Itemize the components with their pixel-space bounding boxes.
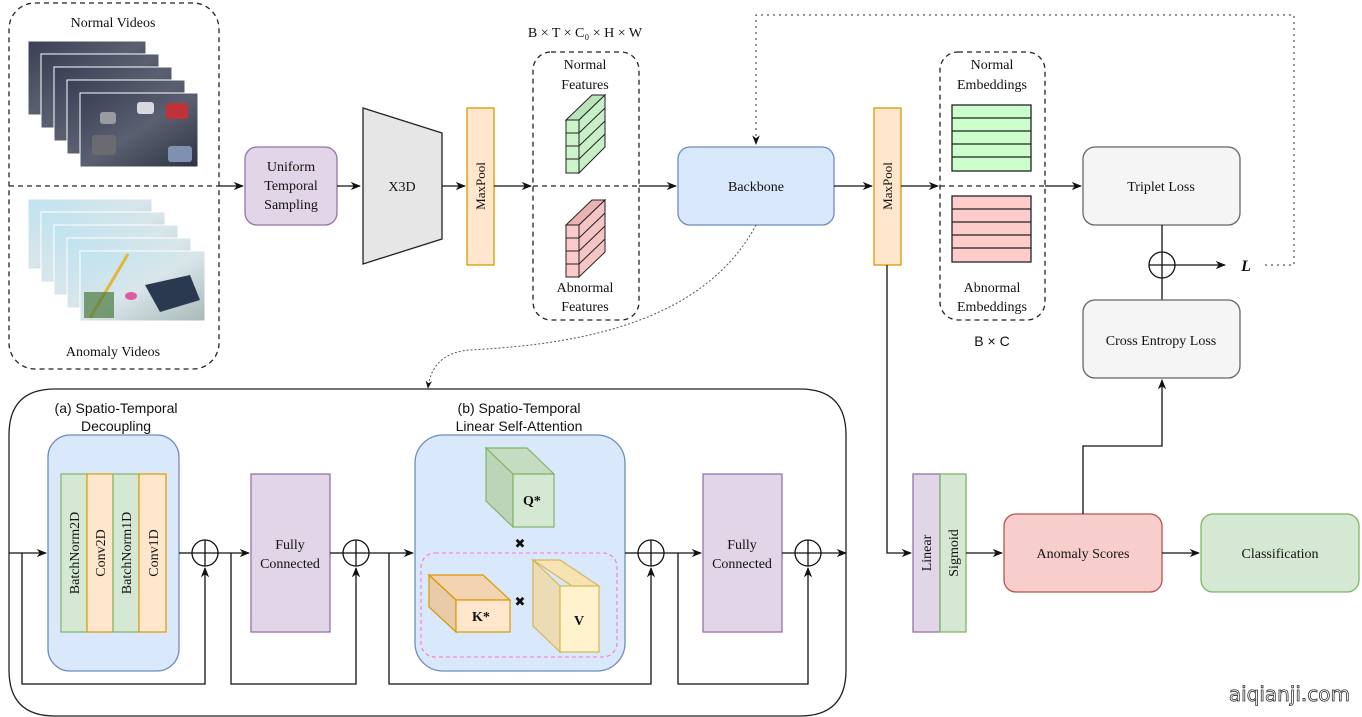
svg-text:Features: Features	[561, 78, 608, 93]
svg-text:Abnormal: Abnormal	[964, 281, 1021, 296]
anomaly-video-frames	[27, 198, 206, 322]
svg-text:Sampling: Sampling	[264, 198, 318, 213]
normal-embedding-matrix	[951, 104, 1032, 172]
svg-text:Classification: Classification	[1242, 547, 1319, 562]
svg-text:Uniform: Uniform	[267, 160, 315, 175]
x3d-block: X3D	[362, 107, 443, 265]
svg-text:Embeddings: Embeddings	[957, 300, 1027, 315]
conv1d-label: Conv1D	[147, 529, 162, 576]
input-videos-group: Normal Videos Anomaly Videos	[8, 2, 220, 370]
multiply-icon: ✖	[515, 594, 526, 609]
triplet-loss-block: Triplet Loss	[1082, 146, 1241, 226]
query-cube: Q*	[484, 446, 556, 529]
backbone-detail-panel: (a) Spatio-Temporal Decoupling BatchNorm…	[8, 388, 848, 717]
svg-text:Linear Self-Attention: Linear Self-Attention	[456, 418, 583, 434]
classification-block: Classification	[1200, 513, 1360, 593]
svg-text:Cross Entropy Loss: Cross Entropy Loss	[1106, 334, 1216, 349]
svg-text:Features: Features	[561, 300, 608, 315]
linear-label: Linear	[920, 534, 935, 571]
section-a-title: (a) Spatio-Temporal	[55, 400, 178, 416]
fully-connected-block-2	[702, 473, 783, 633]
anomaly-scores-block: Anomaly Scores	[1003, 513, 1163, 593]
cross-entropy-loss-block: Cross Entropy Loss	[1082, 299, 1241, 379]
svg-text:Backbone: Backbone	[728, 180, 784, 195]
svg-text:Fully: Fully	[727, 538, 757, 553]
decoupling-layers: BatchNorm2D Conv2D BatchNorm1D Conv1D	[60, 473, 167, 633]
residual-sum-node-4	[794, 539, 822, 567]
key-cube: K*	[427, 573, 512, 634]
normal-videos-label: Normal Videos	[71, 16, 156, 31]
maxpool-block-1: MaxPool	[466, 107, 495, 266]
feedback-loop-arrow	[752, 14, 1295, 266]
anomaly-videos-label: Anomaly Videos	[66, 345, 160, 360]
svg-text:Triplet Loss: Triplet Loss	[1127, 180, 1195, 195]
linear-sigmoid-block: Linear Sigmoid	[912, 473, 967, 633]
svg-text:Decoupling: Decoupling	[81, 418, 151, 434]
svg-text:Fully: Fully	[275, 538, 305, 553]
loss-sum-node	[1148, 251, 1176, 279]
normal-video-frames	[27, 40, 199, 168]
batchnorm2d-label: BatchNorm2D	[68, 512, 83, 594]
abnormal-embedding-matrix	[951, 195, 1032, 263]
residual-sum-node-3	[637, 539, 665, 567]
multiply-icon: ✖	[515, 536, 526, 551]
svg-text:Q*: Q*	[523, 494, 541, 509]
features-group: Normal Features Abnormal Features	[532, 51, 640, 321]
normal-feature-tensor	[564, 93, 607, 175]
maxpool-block-2: MaxPool	[873, 107, 902, 266]
abnormal-feature-tensor	[564, 198, 607, 279]
section-b-title: (b) Spatio-Temporal	[458, 400, 581, 416]
svg-text:Temporal: Temporal	[264, 179, 318, 194]
watermark: aiqianji.com	[1229, 682, 1350, 706]
svg-text:MaxPool: MaxPool	[473, 162, 488, 210]
total-loss-symbol: L	[1240, 258, 1251, 275]
features-shape-label: B × T × C₀ × H × W	[528, 26, 643, 41]
conv2d-label: Conv2D	[94, 529, 109, 576]
svg-text:Connected: Connected	[712, 557, 772, 572]
svg-text:K*: K*	[472, 610, 490, 625]
svg-text:V: V	[574, 614, 584, 629]
backbone-detail-connector	[425, 224, 757, 389]
uniform-temporal-sampling-block: Uniform Temporal Sampling	[244, 146, 338, 226]
backbone-block: Backbone	[677, 146, 835, 226]
embeddings-group: Normal Embeddings Abnormal Embeddings	[939, 51, 1046, 321]
svg-text:X3D: X3D	[388, 180, 415, 195]
svg-text:Embeddings: Embeddings	[957, 78, 1027, 93]
batchnorm1d-label: BatchNorm1D	[120, 512, 135, 594]
value-cube: V	[531, 558, 601, 654]
svg-text:Connected: Connected	[260, 557, 320, 572]
residual-sum-node-1	[191, 539, 219, 567]
sigmoid-label: Sigmoid	[947, 529, 962, 576]
svg-text:Normal: Normal	[564, 58, 607, 73]
residual-sum-node-2	[342, 539, 370, 567]
kv-group	[420, 552, 618, 658]
fully-connected-block-1	[250, 473, 331, 633]
svg-text:Anomaly Scores: Anomaly Scores	[1037, 547, 1130, 562]
svg-text:Normal: Normal	[971, 58, 1014, 73]
svg-text:Abnormal: Abnormal	[557, 281, 614, 296]
svg-text:MaxPool: MaxPool	[880, 162, 895, 210]
embeddings-shape-label: B × C	[974, 333, 1009, 349]
